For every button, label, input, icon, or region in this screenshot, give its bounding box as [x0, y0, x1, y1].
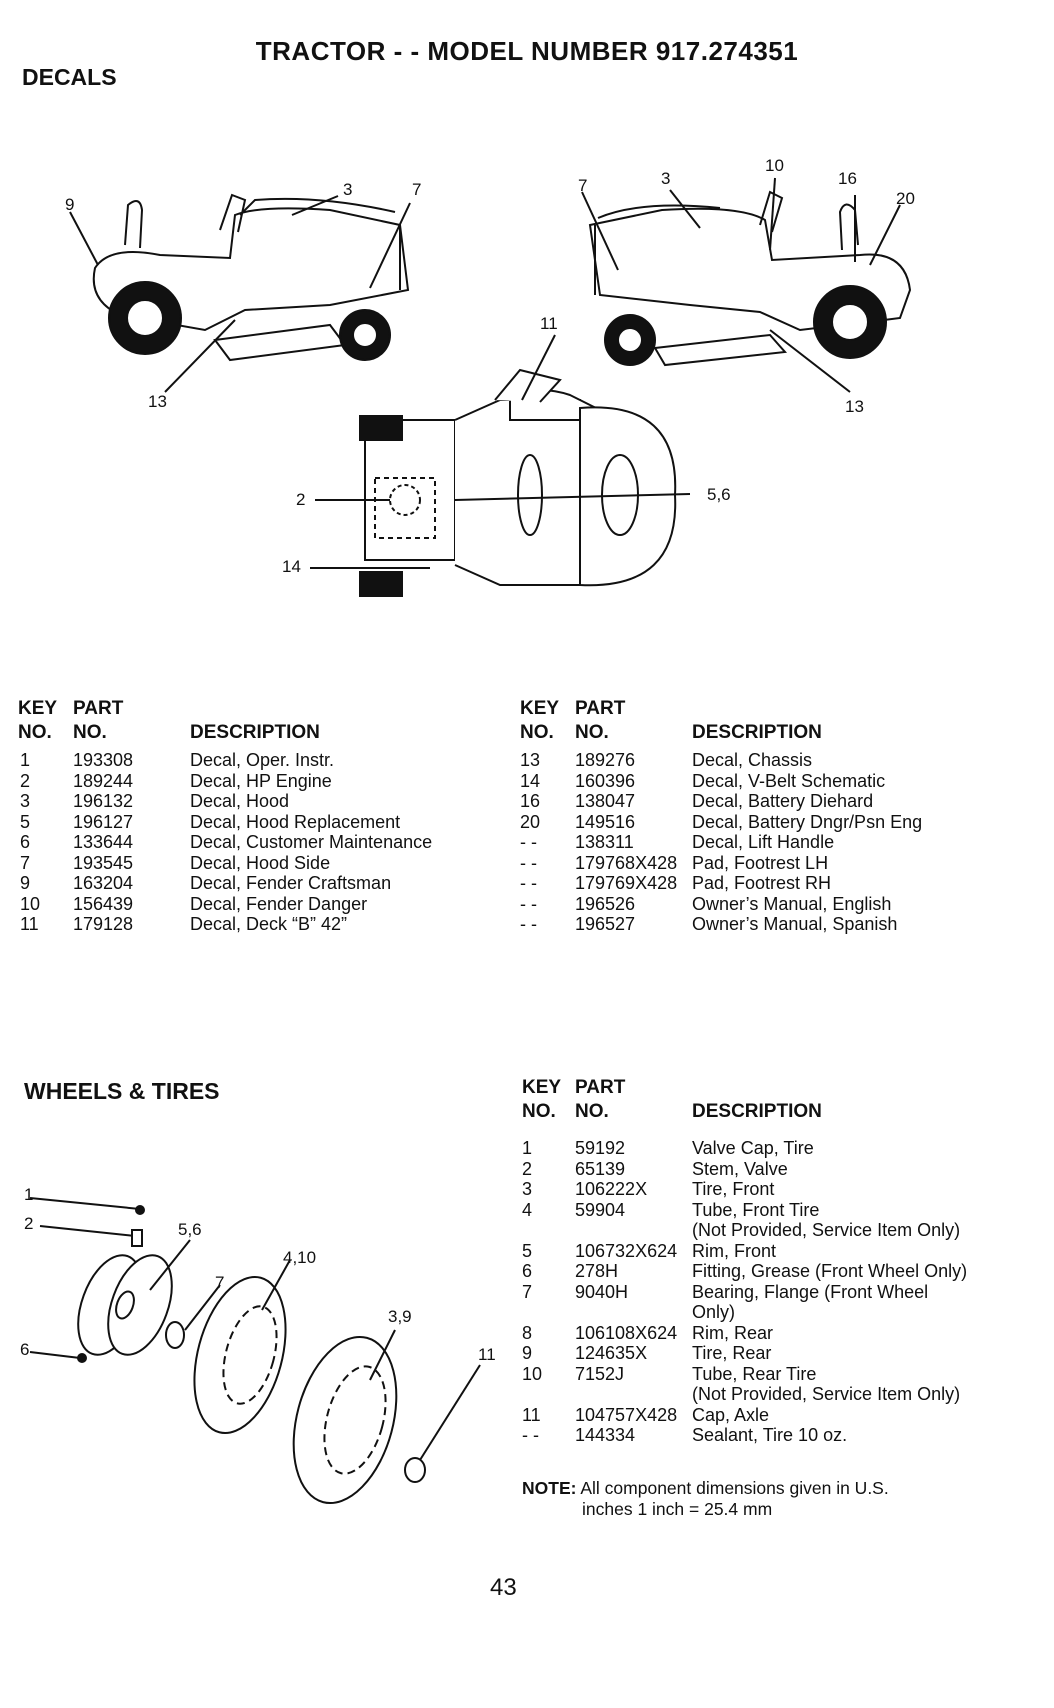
callout-w3-9: 3,9	[388, 1307, 412, 1326]
callout-w4-10: 4,10	[283, 1248, 317, 1267]
col-part-top: PART	[73, 698, 124, 719]
callout-5-6-center: 5,6	[707, 485, 731, 504]
callout-9-left: 9	[65, 195, 75, 214]
callout-w2: 2	[24, 1214, 34, 1233]
col-part-top: PART	[575, 1077, 626, 1098]
col-description: DESCRIPTION	[190, 722, 320, 743]
col-part-bottom: NO.	[575, 1101, 609, 1122]
callout-w1: 1	[24, 1185, 34, 1204]
callout-20-right: 20	[896, 189, 915, 208]
col-part-bottom: NO.	[575, 722, 609, 743]
col-key-top: KEY	[522, 1077, 562, 1098]
callout-10-right: 10	[765, 156, 784, 175]
callout-3-left: 3	[343, 180, 353, 199]
note-label: NOTE:	[522, 1478, 577, 1498]
table-row: (Not Provided, Service Item Only)	[692, 1384, 961, 1404]
note-line-2: inches 1 inch = 25.4 mm	[582, 1499, 773, 1519]
decals-right-header: KEY PART NO. NO. DESCRIPTION	[520, 697, 920, 745]
wheels-table-header: KEY PART NO. NO. DESCRIPTION	[522, 1076, 922, 1124]
callout-13-left: 13	[148, 392, 167, 411]
callout-w5-6: 5,6	[178, 1220, 202, 1239]
note-line-1: All component dimensions given in U.S.	[580, 1478, 889, 1498]
callout-11-center: 11	[540, 314, 558, 333]
col-key-bottom: NO.	[522, 1101, 556, 1122]
tractor-right-side-illustration	[581, 177, 912, 393]
col-part-bottom: NO.	[73, 722, 107, 743]
table-row: (Not Provided, Service Item Only)	[692, 1220, 961, 1240]
page-number: 43	[490, 1574, 517, 1601]
wheels-tires-heading: WHEELS & TIRES	[24, 1078, 220, 1104]
table-row: Only)	[692, 1302, 736, 1322]
callout-16-right: 16	[838, 169, 857, 188]
callout-14-center: 14	[282, 557, 301, 576]
callout-7-right: 7	[578, 176, 588, 195]
callout-w7: 7	[215, 1273, 225, 1292]
col-key-bottom: NO.	[18, 722, 52, 743]
callout-w11: 11	[478, 1345, 496, 1364]
decals-left-key-header: KEY PART NO. NO. DESCRIPTION	[18, 697, 378, 745]
col-description: DESCRIPTION	[692, 722, 822, 743]
callout-2-center: 2	[296, 490, 306, 509]
col-part-top: PART	[575, 698, 626, 719]
callout-w6: 6	[20, 1340, 30, 1359]
col-key-top: KEY	[18, 698, 58, 719]
decals-diagram	[69, 177, 912, 597]
col-key-top: KEY	[520, 698, 560, 719]
page-title: TRACTOR - - MODEL NUMBER 917.274351	[255, 36, 799, 66]
tractor-top-view-illustration	[310, 334, 691, 597]
callout-3-right: 3	[661, 169, 671, 188]
dimensions-note: NOTE: All component dimensions given in …	[522, 1478, 889, 1520]
callout-7-left: 7	[412, 180, 422, 199]
col-description: DESCRIPTION	[692, 1101, 822, 1122]
col-key-bottom: NO.	[520, 722, 554, 743]
tractor-left-side-illustration	[69, 193, 411, 393]
callout-13-right: 13	[845, 397, 864, 416]
decals-heading: DECALS	[22, 64, 117, 90]
wheels-tires-diagram	[29, 1197, 481, 1505]
